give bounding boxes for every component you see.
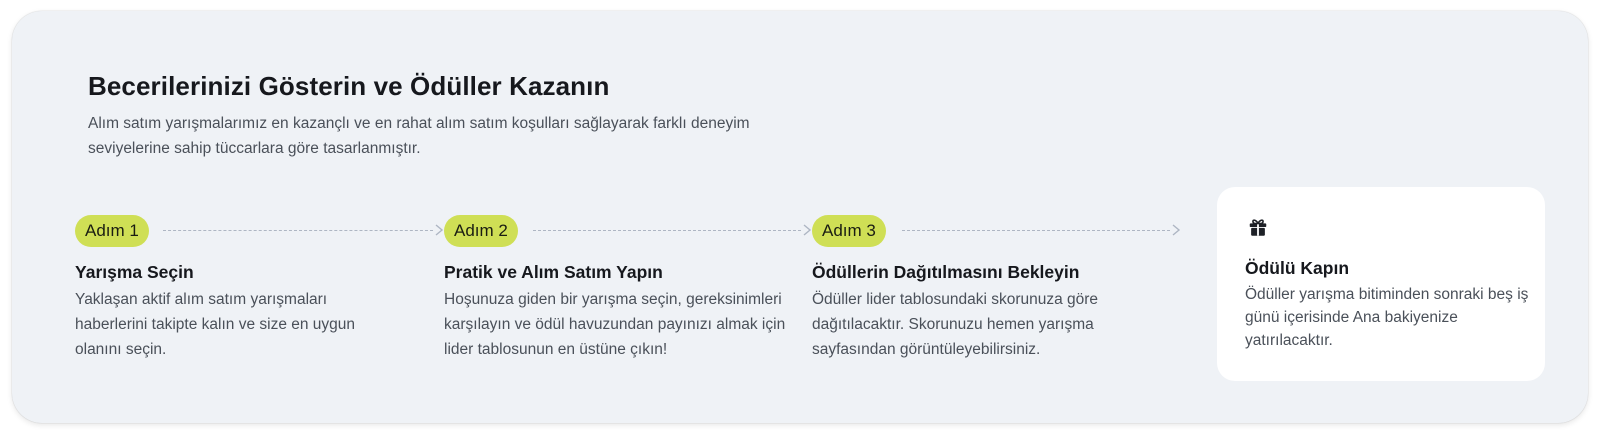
step-2-badge-wrap: Adım 2 <box>444 215 518 247</box>
reward-card: Ödülü Kapın Ödüller yarışma bitiminden s… <box>1217 187 1545 381</box>
section-description: Alım satım yarışmalarımız en kazançlı ve… <box>88 115 750 157</box>
chevron-right-icon <box>435 224 444 236</box>
step-3-text: Ödüller lider tablosundaki skorunuza gör… <box>812 291 1099 358</box>
step-2-title: Pratik ve Alım Satım Yapın <box>444 262 663 282</box>
gift-icon <box>1249 219 1267 236</box>
step-1-badge: Adım 1 <box>75 215 149 247</box>
step-2-badge: Adım 2 <box>444 215 518 247</box>
reward-title: Ödülü Kapın <box>1245 258 1350 278</box>
competition-steps-section: Becerilerinizi Gösterin ve Ödüller Kazan… <box>12 11 1588 423</box>
reward-text: Ödüller yarışma bitiminden sonraki beş i… <box>1245 286 1529 349</box>
step-3-connector <box>902 230 1170 231</box>
step-3-badge-wrap: Adım 3 <box>812 215 886 247</box>
chevron-right-icon <box>803 224 812 236</box>
step-1-title: Yarışma Seçin <box>75 262 194 282</box>
chevron-right-icon <box>1172 224 1181 236</box>
step-2-connector <box>533 230 801 231</box>
step-3-badge: Adım 3 <box>812 215 886 247</box>
step-3-title: Ödüllerin Dağıtılmasını Bekleyin <box>812 262 1080 282</box>
step-1-badge-wrap: Adım 1 <box>75 215 149 247</box>
section-title: Becerilerinizi Gösterin ve Ödüller Kazan… <box>88 71 610 101</box>
step-1-connector <box>163 230 433 231</box>
step-1-text: Yaklaşan aktif alım satım yarışmaları ha… <box>75 291 356 358</box>
step-2-text: Hoşunuza giden bir yarışma seçin, gereks… <box>444 291 786 358</box>
